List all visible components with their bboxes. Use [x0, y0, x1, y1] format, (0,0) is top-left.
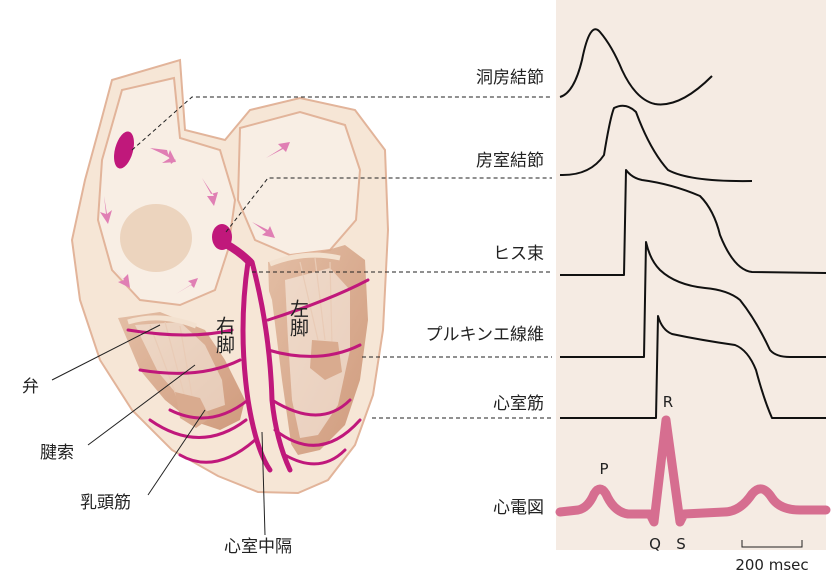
row-label-ecg: 心電図: [493, 498, 544, 518]
row-label-ventricular-muscle: 心室筋: [493, 394, 544, 414]
left-bundle-label: 左脚: [287, 299, 309, 337]
row-label-av-node: 房室結節: [476, 151, 544, 171]
right-atrium: [98, 78, 235, 305]
left-bundle-text: 左脚: [287, 299, 309, 337]
left-atrium: [238, 112, 360, 255]
row-label-sa-node: 洞房結節: [476, 68, 544, 88]
valve-label: 弁: [22, 377, 39, 397]
ecg-s-label: S: [676, 535, 686, 553]
ventricular-septum-label: 心室中隔: [224, 537, 292, 557]
ecg-r-label: R: [663, 393, 673, 411]
right-bundle-label: 右脚: [213, 316, 235, 354]
row-label-purkinje: プルキンエ線維: [426, 325, 545, 345]
scale-bar-label: 200 msec: [735, 556, 808, 574]
right-bundle-text: 右脚: [213, 316, 235, 354]
ecg-q-label: Q: [649, 535, 661, 553]
row-label-his-bundle: ヒス束: [493, 244, 544, 264]
papillary-muscle-label: 乳頭筋: [80, 493, 131, 513]
heart-illustration: 右脚 左脚: [72, 60, 388, 493]
atrial-shadow: [120, 204, 192, 272]
ecg-p-label: P: [599, 460, 608, 478]
chordae-label: 腱索: [40, 443, 74, 463]
